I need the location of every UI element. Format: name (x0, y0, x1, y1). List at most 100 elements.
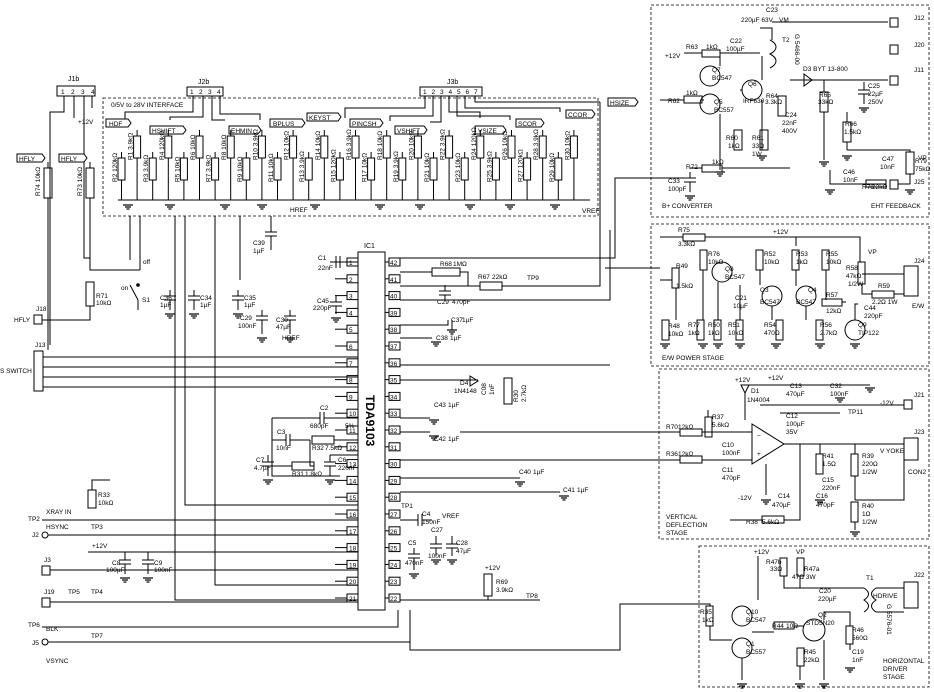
sig-vshift: VSHIFT (397, 128, 420, 135)
res-r17: R17 10kΩ (362, 152, 376, 200)
svg-text:31: 31 (390, 445, 398, 452)
svg-text:C32: C32 (830, 383, 842, 390)
svg-text:R70: R70 (666, 424, 678, 431)
j11-pin (889, 75, 899, 86)
c23-val: 220µF 63V (741, 17, 774, 24)
svg-text:1: 1 (349, 260, 353, 267)
sig-vp-ew: VP (868, 249, 877, 256)
svg-text:14: 14 (349, 478, 357, 485)
res-r10: R10 3.9kΩ (252, 129, 266, 200)
r74 (43, 167, 53, 199)
svg-text:4.7µF: 4.7µF (254, 465, 271, 472)
svg-text:1µF: 1µF (450, 335, 461, 342)
svg-text:R20 10kΩ: R20 10kΩ (408, 131, 415, 160)
ic1-pin-17: 17 (335, 526, 359, 536)
svg-text:100nF: 100nF (154, 567, 172, 574)
svg-text:35V: 35V (786, 429, 798, 436)
vert-amp (751, 423, 785, 465)
svg-text:C36: C36 (160, 295, 172, 302)
j3b-pins-5: 5 (457, 89, 461, 96)
ic1-pin-2: 2 (335, 274, 359, 284)
horiz-title-3: STAGE (883, 674, 905, 681)
svg-text:C14: C14 (778, 493, 790, 500)
svg-text:T1: T1 (866, 575, 874, 582)
j23-header (903, 437, 919, 461)
j1b-pins-1: 1 (61, 89, 65, 96)
svg-text:100pF: 100pF (668, 186, 686, 193)
svg-text:23: 23 (390, 579, 398, 586)
svg-text:R8 10kΩ: R8 10kΩ (221, 134, 228, 160)
svg-text:C08: C08 (481, 383, 488, 395)
tag-hdf (105, 118, 132, 128)
tag-pincsh (349, 118, 384, 128)
j21-label: J21 (914, 392, 925, 399)
svg-text:6: 6 (349, 344, 353, 351)
j2-label: J2 (32, 532, 39, 539)
ic1-pin-24: 24 (385, 559, 401, 569)
ic1-pin-30: 30 (385, 459, 401, 469)
svg-text:13: 13 (349, 462, 357, 469)
svg-text:C10: C10 (722, 442, 734, 449)
svg-text:C42: C42 (434, 436, 446, 443)
svg-text:R19 3.9kΩ: R19 3.9kΩ (393, 151, 400, 182)
ic1-pin-6: 6 (335, 341, 359, 351)
ic1-pin-15: 15 (335, 492, 359, 502)
v-12v-b: +12V (768, 375, 784, 382)
svg-text:G 5576-01: G 5576-01 (885, 604, 892, 635)
res-r28: R28 3.9kΩ (533, 129, 547, 200)
sig-tp6: TP6 (28, 622, 40, 629)
svg-text:−: − (757, 433, 761, 440)
ic1-pin-3: 3 (335, 291, 359, 301)
svg-text:22kΩ: 22kΩ (872, 184, 887, 191)
sig-vsync: VSYNC (46, 658, 69, 665)
j2b-header (186, 86, 224, 97)
j22-header (903, 581, 919, 609)
svg-text:220µF: 220µF (818, 596, 837, 603)
res-r4: R4 120kΩ (159, 130, 173, 200)
j11-label: J11 (914, 67, 924, 74)
svg-text:33: 33 (390, 411, 398, 418)
svg-text:C3: C3 (277, 429, 286, 436)
svg-text:32: 32 (390, 428, 398, 435)
svg-text:470µF: 470µF (786, 391, 805, 398)
svg-text:36: 36 (390, 361, 398, 368)
svg-text:R56: R56 (820, 322, 832, 329)
ew-title: E/W POWER STAGE (662, 355, 725, 362)
sig-hfly-2: HFLY (61, 156, 78, 163)
j1b-pins-2: 2 (71, 89, 75, 96)
res-r15: R15 120kΩ (330, 149, 344, 200)
svg-text:100µF: 100µF (726, 46, 745, 53)
j22-label: J22 (914, 572, 925, 579)
svg-text:C47: C47 (882, 156, 894, 163)
res-r18: R18 10kΩ (377, 130, 391, 200)
j25-label: J25 (914, 179, 925, 186)
svg-text:1nF: 1nF (852, 657, 863, 664)
j23-vyoke: V YOKE (880, 448, 905, 455)
svg-text:C41: C41 (563, 487, 575, 494)
sw-contact (136, 283, 140, 287)
svg-text:27: 27 (390, 512, 398, 519)
svg-text:R57: R57 (826, 292, 838, 299)
tag-hfly-2 (58, 153, 88, 163)
res-r1: R1 3.9kΩ (128, 130, 142, 200)
vert-title-2: DEFLECTION (666, 522, 707, 529)
svg-text:R47a: R47a (804, 566, 820, 573)
svg-text:38: 38 (390, 327, 398, 334)
svg-text:R44: R44 (772, 623, 784, 630)
ic1-pin-18: 18 (335, 543, 359, 553)
svg-text:3.9kΩ: 3.9kΩ (496, 587, 513, 594)
svg-text:100nF: 100nF (428, 553, 446, 560)
